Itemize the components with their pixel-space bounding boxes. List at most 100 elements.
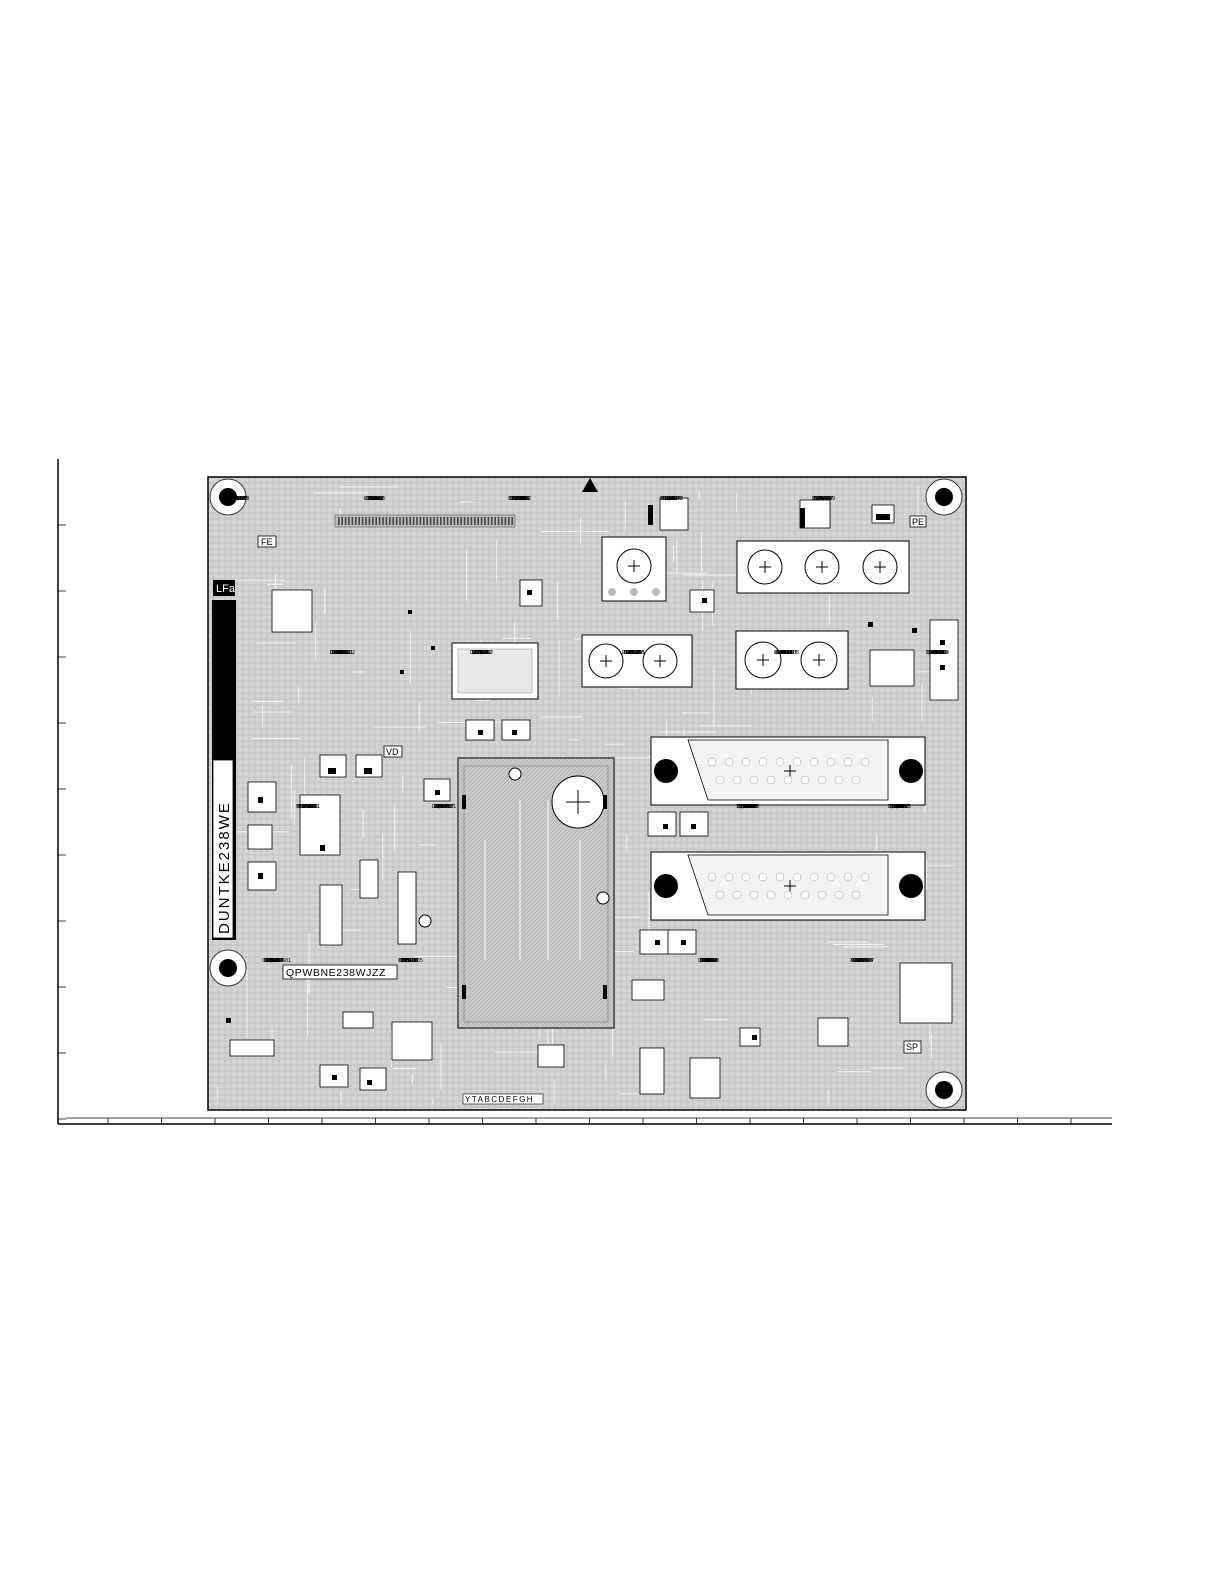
component-ref: FL7501 bbox=[438, 804, 456, 810]
component-ref: C572 bbox=[372, 496, 384, 502]
mounting-hole bbox=[925, 478, 963, 516]
section-marks: FE PE VD SP LFa bbox=[213, 515, 927, 1054]
component-ref: D410 bbox=[776, 650, 788, 656]
pcb-board: FE PE VD SP LFa DUNTKE238WE QPWBNE238WJZ… bbox=[207, 476, 967, 1111]
component-ref: D405 bbox=[476, 650, 488, 656]
component-ref: R7502 bbox=[627, 650, 642, 656]
label-sp: SP bbox=[906, 1042, 918, 1052]
component-ref: IC7508 bbox=[781, 650, 799, 656]
component-ref: C1456 bbox=[303, 804, 318, 810]
component-ref: IC581 bbox=[742, 804, 757, 810]
component-ref: FP405 bbox=[302, 804, 317, 810]
component-ref: R1420 bbox=[704, 958, 719, 964]
component-ref: R566 bbox=[892, 804, 904, 810]
component-ref: IC7506 bbox=[928, 650, 946, 656]
component-ref: IC7501 bbox=[471, 650, 489, 656]
component-ref: LUG501 bbox=[775, 650, 793, 656]
component-ref: CT510 bbox=[262, 958, 277, 964]
mounting-hole bbox=[209, 478, 247, 516]
component-ref: D545 bbox=[366, 496, 378, 502]
component-ref: D510 bbox=[926, 650, 938, 656]
component-ref: C7507 bbox=[782, 650, 797, 656]
component-ref: Q511 bbox=[230, 496, 242, 502]
component-ref: IC7504 bbox=[699, 958, 717, 964]
component-ref: Q402 bbox=[737, 804, 749, 810]
component-ref: FL513 bbox=[816, 496, 831, 502]
label-fe: FE bbox=[261, 537, 273, 547]
component-ref: R1321 bbox=[404, 958, 419, 964]
component-ref: C1402 bbox=[516, 496, 531, 502]
component-ref: IC406 bbox=[474, 650, 489, 656]
component-ref: P7501 bbox=[813, 496, 828, 502]
component-ref: SC503 bbox=[852, 958, 867, 964]
component-ref: J506 bbox=[775, 650, 787, 656]
component-ref: D509 bbox=[665, 496, 677, 502]
component-ref: Q7501 bbox=[741, 804, 756, 810]
component-ref: D1303 bbox=[264, 958, 279, 964]
label-vd: VD bbox=[386, 747, 399, 757]
component-ref: IC1406 bbox=[891, 804, 909, 810]
component-ref: D507 bbox=[399, 958, 411, 964]
scart-connector-sc503 bbox=[650, 736, 926, 806]
component-ref: L7509 bbox=[888, 804, 903, 810]
component-ref: R506 bbox=[819, 496, 831, 502]
component-ref: Q507 bbox=[666, 496, 678, 502]
component-ref: FL7502 bbox=[740, 804, 758, 810]
component-ref: R7508 bbox=[511, 496, 526, 502]
component-ref: D539 bbox=[440, 804, 452, 810]
component-ref: P801 bbox=[512, 496, 524, 502]
component-ref: D516 bbox=[660, 496, 672, 502]
component-ref: C7545 bbox=[929, 650, 944, 656]
component-ref: IC805 bbox=[226, 496, 241, 502]
component-ref: PP518 bbox=[300, 804, 315, 810]
rca-jack-j502 bbox=[735, 630, 849, 690]
component-ref: D512 bbox=[628, 650, 640, 656]
component-ref: C7503 bbox=[299, 804, 314, 810]
component-ref: FL503 bbox=[738, 804, 753, 810]
orientation-arrow-icon bbox=[582, 478, 598, 492]
component-ref: D522 bbox=[780, 650, 792, 656]
mounting-hole bbox=[925, 1071, 963, 1109]
scart-connector-sc508 bbox=[650, 851, 926, 921]
component-ref: C598 bbox=[664, 496, 676, 502]
component-ref: L7511 bbox=[815, 496, 830, 502]
component-ref: R508 bbox=[851, 958, 863, 964]
component-ref: Q1401 bbox=[663, 496, 678, 502]
rca-jack-j503 bbox=[581, 634, 693, 688]
component-ref: FL511 bbox=[338, 650, 353, 656]
component-ref: C7528 bbox=[626, 650, 641, 656]
component-ref: L7503 bbox=[896, 804, 911, 810]
component-ref: FL508 bbox=[296, 804, 311, 810]
component-ref: Q508 bbox=[927, 650, 939, 656]
component-ref: D506 bbox=[894, 804, 906, 810]
model-number: DUNTKE238WE bbox=[216, 801, 233, 934]
component-ref: Q510 bbox=[233, 496, 245, 502]
component-ref: D517 bbox=[706, 958, 718, 964]
component-ref: Q509 bbox=[437, 804, 449, 810]
component-ref: D409 bbox=[515, 496, 527, 502]
component-ref: R507 bbox=[332, 650, 344, 656]
component-ref: X1403 bbox=[331, 650, 346, 656]
component-ref: FL509 bbox=[820, 496, 835, 502]
component-ref: L1304 bbox=[432, 804, 447, 810]
component-ref: L1306 bbox=[890, 804, 905, 810]
component-ref: C591 bbox=[893, 804, 905, 810]
component-ref: D544 bbox=[857, 958, 869, 964]
component-ref: P1301 bbox=[661, 496, 676, 502]
component-ref: P401 bbox=[267, 958, 279, 964]
component-ref: C1454 bbox=[777, 650, 792, 656]
component-ref: QI402 bbox=[933, 650, 948, 656]
component-ref: IC7810 bbox=[433, 804, 451, 810]
component-ref: FL505 bbox=[509, 496, 524, 502]
component-ref: L1303 bbox=[367, 496, 382, 502]
component-ref: L502 bbox=[774, 650, 786, 656]
component-ref: IC1403 bbox=[736, 804, 754, 810]
component-ref: Q510 bbox=[698, 958, 710, 964]
component-ref: D7501 bbox=[401, 958, 416, 964]
component-ref: Q504 bbox=[406, 958, 418, 964]
pin-index: YTABCDEFGH bbox=[465, 1095, 534, 1104]
component-ref: Q512 bbox=[478, 650, 490, 656]
component-ref: J502 bbox=[514, 496, 526, 502]
component-ref: R1305 bbox=[743, 804, 758, 810]
